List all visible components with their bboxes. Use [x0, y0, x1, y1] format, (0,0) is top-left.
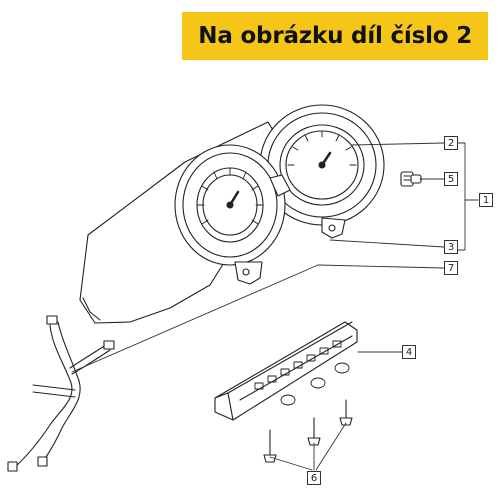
callout-6: 6	[307, 471, 321, 485]
speedometer-gauge	[259, 104, 385, 226]
tachometer-gauge	[174, 144, 286, 266]
bulb-socket	[400, 171, 422, 187]
callout-2: 2	[444, 136, 458, 150]
gauge-bridge	[269, 174, 291, 197]
indicator-panel	[214, 321, 358, 421]
mounting-screws	[263, 399, 353, 463]
wiring-harness	[7, 315, 115, 472]
leader-lines	[71, 142, 479, 471]
banner-text: Na obrázku díl číslo 2	[198, 23, 472, 49]
callout-4: 4	[402, 345, 416, 359]
right-mounting-bracket	[321, 217, 346, 239]
callout-5: 5	[444, 172, 458, 186]
part-number-banner: Na obrázku díl číslo 2	[182, 12, 488, 60]
callout-3: 3	[444, 240, 458, 254]
callout-1: 1	[479, 193, 493, 207]
callout-7: 7	[444, 261, 458, 275]
